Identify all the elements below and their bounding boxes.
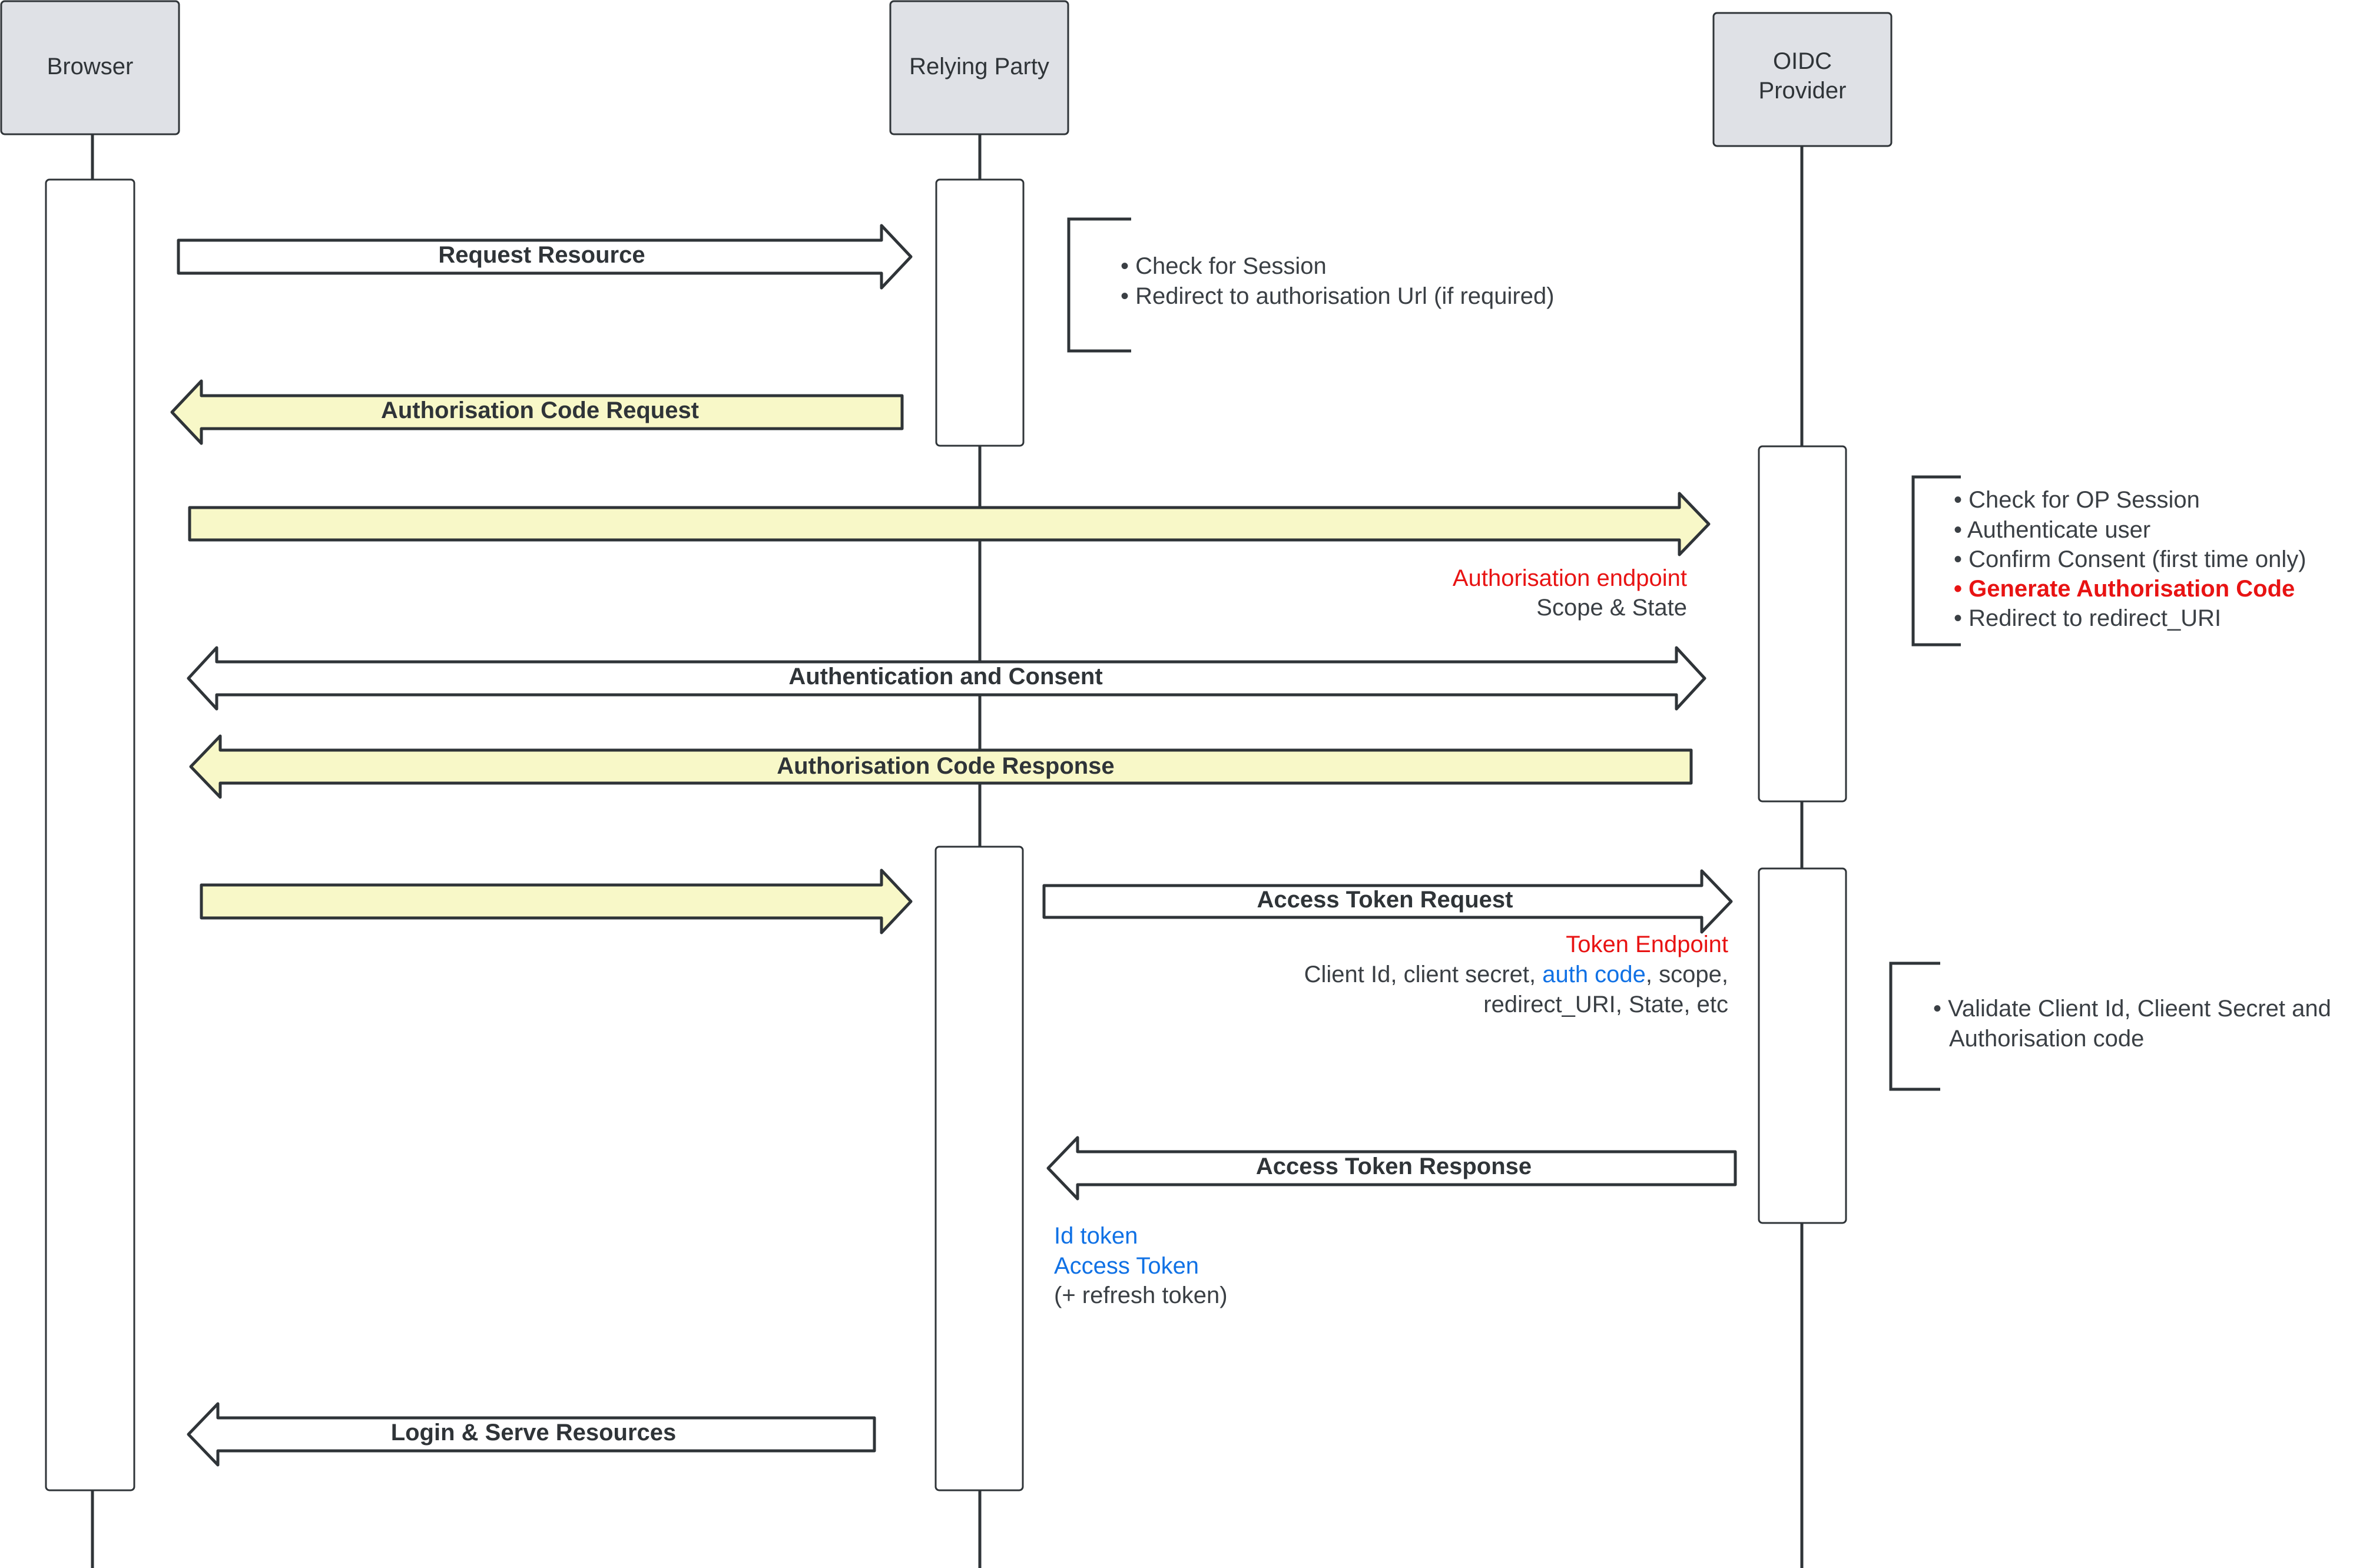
auth-endpoint-label: Authorisation endpoint [1453,565,1687,591]
login-serve-arrow [187,1402,876,1467]
token-params-line1: Client Id, client secret, auth code, sco… [1304,962,1728,987]
token-params-part-a: Client Id, client secret, [1304,962,1543,987]
request-resource-arrow [177,224,913,290]
login-serve-label: Login & Serve Resources [391,1420,677,1446]
actor-oidc-label-line2: Provider [1759,78,1847,104]
auth-and-consent-arrow [187,646,1706,711]
op-activation-1 [1758,445,1847,803]
actor-relying-party-label: Relying Party [909,54,1049,79]
browser-activation [45,178,135,1491]
validate-note-line1: • Validate Client Id, Clieent Secret and [1933,996,2331,1022]
validate-note-line2: Authorisation code [1949,1026,2144,1052]
op-note-check-op-session: • Check for OP Session [1954,487,2200,513]
scope-state-label: Scope & State [1536,595,1687,621]
access-token-response-label: Access Token Response [1256,1153,1532,1179]
token-endpoint-label: Token Endpoint [1566,931,1728,957]
rp-note-check-session: • Check for Session [1121,253,1327,279]
op-activation-2 [1758,867,1847,1224]
op-note-authenticate: • Authenticate user [1954,517,2150,543]
actor-oidc-provider: OIDC Provider [1712,12,1893,147]
rp-activation-2 [934,846,1024,1491]
request-resource-label: Request Resource [438,242,645,268]
access-token-label: Access Token [1054,1253,1199,1279]
authorisation-redirect-arrow [188,492,1711,556]
auth-code-forward-arrow [200,868,913,934]
op-note-consent: • Confirm Consent (first time only) [1954,546,2306,572]
auth-code-request-arrow [170,379,904,445]
id-token-label: Id token [1054,1223,1138,1249]
op-note-redirect-uri: • Redirect to redirect_URI [1954,605,2221,631]
rp-note-bracket [1067,217,1131,353]
access-token-response-arrow [1046,1136,1737,1201]
actor-browser: Browser [0,0,180,135]
access-token-request-arrow [1042,869,1733,934]
refresh-token-label: (+ refresh token) [1054,1282,1228,1308]
auth-code-request-label: Authorisation Code Request [381,397,699,423]
op-note-bracket [1911,475,1961,647]
token-params-auth-code: auth code [1542,962,1646,987]
validate-note-bracket [1889,962,1940,1091]
access-token-request-label: Access Token Request [1257,887,1513,913]
op-note-generate-code: • Generate Authorisation Code [1954,576,2295,602]
actor-browser-label: Browser [47,54,134,79]
auth-and-consent-label: Authentication and Consent [788,664,1102,689]
actor-relying-party: Relying Party [889,0,1069,135]
actor-oidc-label-line1: OIDC [1773,48,1832,74]
auth-code-response-label: Authorisation Code Response [777,753,1114,779]
rp-activation-1 [935,178,1025,447]
rp-note-redirect: • Redirect to authorisation Url (if requ… [1121,283,1555,309]
token-params-line2: redirect_URI, State, etc [1483,992,1728,1017]
token-params-part-b: , scope, [1646,962,1728,987]
auth-code-response-arrow [189,734,1693,799]
